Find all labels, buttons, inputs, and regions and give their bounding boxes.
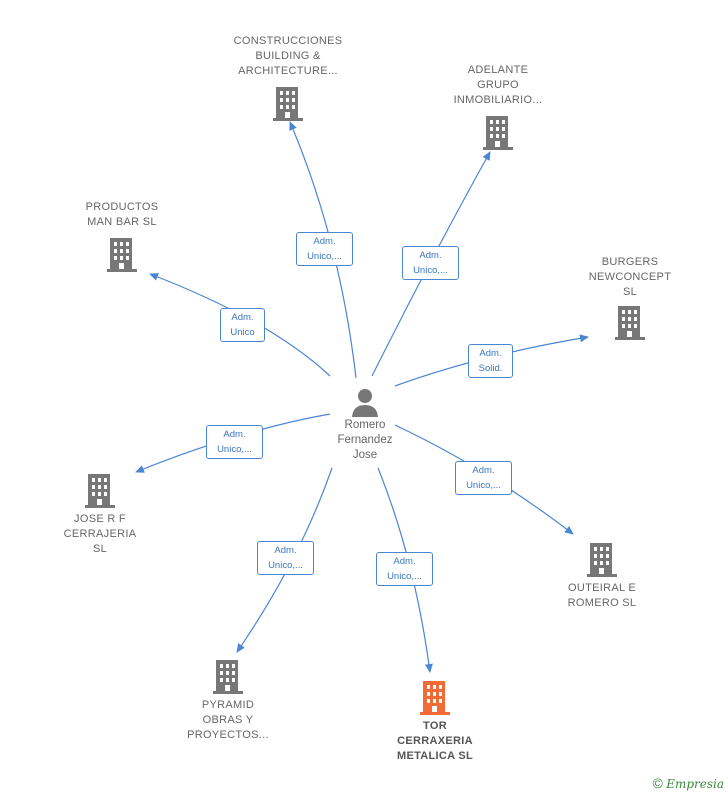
edge-label-construcciones[interactable]: Adm. Unico,... — [296, 232, 353, 266]
brand-logo: Empresia — [666, 777, 724, 791]
building-icon — [85, 474, 115, 508]
building-icon — [483, 116, 513, 150]
edge-label-tor[interactable]: Adm. Unico,... — [376, 552, 433, 586]
copyright-icon: © — [652, 775, 663, 791]
company-node-adelante[interactable]: ADELANTE GRUPO INMOBILIARIO... — [428, 63, 568, 150]
company-node-outeiral[interactable]: OUTEIRAL E ROMERO SL — [532, 541, 672, 611]
person-node[interactable]: Romero Fernandez Jose — [325, 386, 405, 463]
edge-label-outeiral[interactable]: Adm. Unico,... — [455, 461, 512, 495]
building-icon — [273, 87, 303, 121]
company-node-productos[interactable]: PRODUCTOS MAN BAR SL — [52, 200, 192, 272]
company-name: BURGERS NEWCONCEPT SL — [588, 256, 672, 298]
person-name: Romero Fernandez Jose — [337, 419, 393, 461]
company-name: TOR CERRAXERIA METALICA SL — [396, 720, 473, 762]
building-icon — [107, 238, 137, 272]
company-name: CONSTRUCCIONES BUILDING & ARCHITECTURE..… — [233, 35, 343, 77]
edge-label-productos[interactable]: Adm. Unico — [220, 308, 265, 342]
edge-label-adelante[interactable]: Adm. Unico,... — [402, 246, 459, 280]
edge-label-burgers[interactable]: Adm. Solid. — [468, 344, 513, 378]
company-name: JOSE R F CERRAJERIA SL — [63, 513, 137, 555]
company-name: ADELANTE GRUPO INMOBILIARIO... — [453, 64, 543, 106]
company-node-construcciones[interactable]: CONSTRUCCIONES BUILDING & ARCHITECTURE..… — [218, 34, 358, 121]
company-node-pyramid[interactable]: PYRAMID OBRAS Y PROYECTOS... — [158, 658, 298, 743]
company-name: PYRAMID OBRAS Y PROYECTOS... — [187, 699, 269, 741]
building-icon-highlighted — [420, 681, 450, 715]
company-node-jose[interactable]: JOSE R F CERRAJERIA SL — [30, 472, 170, 557]
edge-label-pyramid[interactable]: Adm. Unico,... — [257, 541, 314, 575]
company-node-burgers[interactable]: BURGERS NEWCONCEPT SL — [560, 255, 700, 340]
company-node-tor[interactable]: TOR CERRAXERIA METALICA SL — [365, 679, 505, 764]
building-icon — [615, 306, 645, 340]
building-icon — [213, 660, 243, 694]
company-name: OUTEIRAL E ROMERO SL — [567, 582, 637, 609]
footer-brand: © Empresia — [653, 775, 724, 791]
building-icon — [587, 543, 617, 577]
edge-label-jose[interactable]: Adm. Unico,... — [206, 425, 263, 459]
company-name: PRODUCTOS MAN BAR SL — [85, 201, 159, 228]
person-icon — [352, 389, 378, 417]
